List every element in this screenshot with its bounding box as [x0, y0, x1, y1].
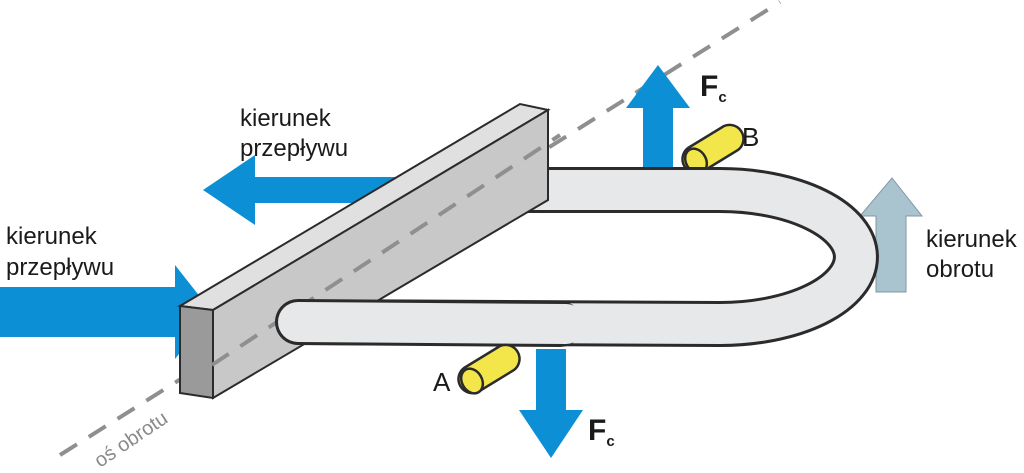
force-top-symbol: F	[700, 70, 718, 103]
flow-label-left-line2: przepływu	[6, 254, 114, 281]
force-arrow-bottom	[519, 349, 583, 458]
rotation-label-line2: obrotu	[926, 256, 994, 283]
force-top-subscript: c	[718, 89, 726, 106]
force-label-bottom: Fc	[588, 414, 615, 450]
bar-end-face	[179, 304, 214, 400]
u-tube-body	[278, 170, 876, 345]
force-bottom-subscript: c	[606, 433, 614, 450]
u-tube-front-body	[278, 302, 586, 344]
flow-label-upper-line2: przepływu	[240, 135, 348, 162]
point-b-label: B	[742, 122, 759, 152]
flow-label-left-line1: kierunek	[6, 223, 98, 250]
rotation-axis-front	[210, 133, 562, 367]
force-arrow-top	[626, 65, 690, 170]
force-label-top: Fc	[700, 70, 727, 106]
flow-arrow-left	[0, 265, 212, 359]
sensor-a	[457, 343, 521, 395]
flow-label-upper-line1: kierunek	[240, 105, 332, 132]
flow-arrow-upper	[203, 155, 400, 225]
force-bottom-symbol: F	[588, 414, 606, 447]
rotation-label-line1: kierunek	[926, 226, 1018, 253]
axis-label: oś obrotu	[90, 407, 171, 472]
point-a-label: A	[433, 367, 451, 397]
